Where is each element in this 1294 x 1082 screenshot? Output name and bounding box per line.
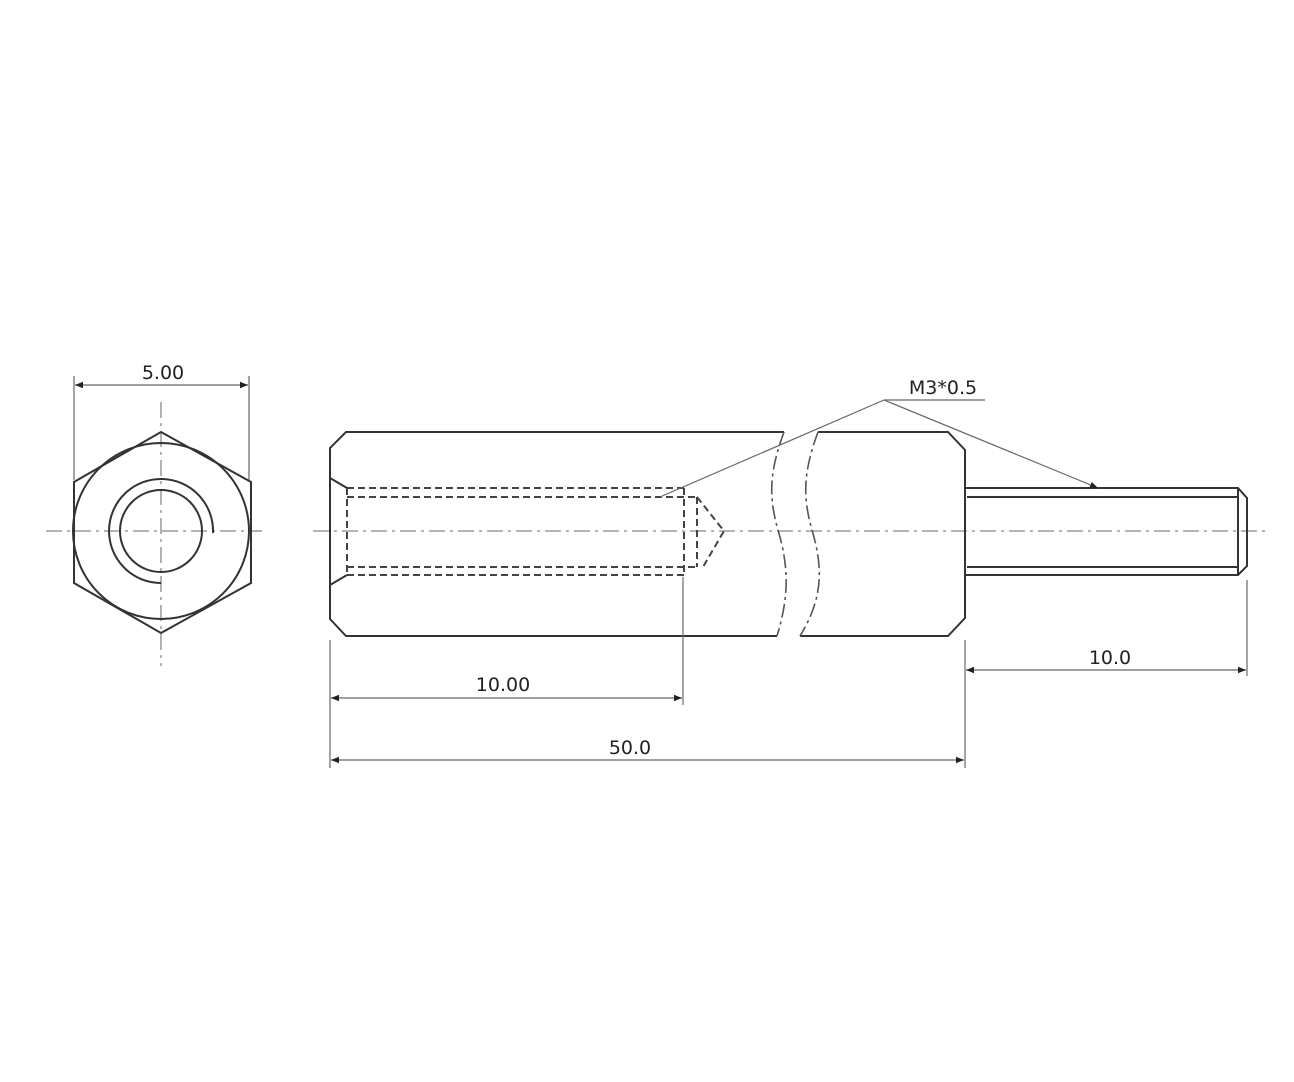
break-line-right	[799, 431, 821, 637]
break-line-left	[771, 431, 787, 637]
thread-arc	[108, 478, 215, 584]
hex-end-view: 5.00	[46, 362, 262, 666]
dimension-hex-width: 5.00	[142, 362, 184, 384]
body-left-outline	[329, 431, 784, 637]
external-thread-stud	[965, 487, 1248, 576]
thread-spec-label: M3*0.5	[909, 377, 977, 399]
dimension-stud-length: 10.0	[1089, 647, 1131, 669]
side-view: M3*0.5 10.00 50.0 10.0	[313, 377, 1270, 768]
dimension-overall-length: 50.0	[609, 737, 651, 759]
hex-outline	[73, 430, 252, 635]
bore-circle	[119, 489, 203, 573]
dimension-thread-depth: 10.00	[476, 674, 530, 696]
chamfer-circle	[72, 442, 250, 620]
internal-thread-hidden-lines	[329, 477, 726, 586]
body-right-outline	[800, 431, 966, 637]
thread-callout: M3*0.5	[659, 377, 1099, 498]
